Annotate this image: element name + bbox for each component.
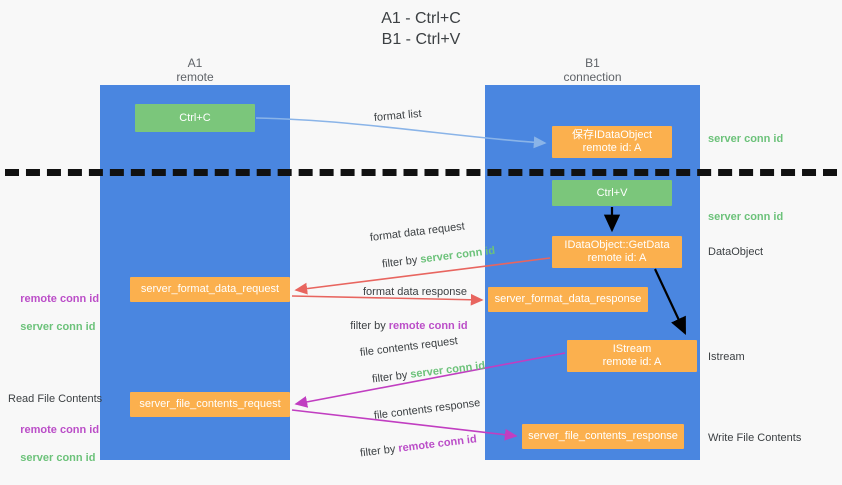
annotation-left-conn-ids-top: remote conn id server conn id: [8, 278, 99, 348]
node-ctrl-v[interactable]: Ctrl+V: [552, 180, 672, 206]
annotation-istream: Istream: [708, 351, 745, 363]
node-server-format-data-response[interactable]: server_format_data_response: [488, 287, 648, 312]
filter-key-server-conn-id: server conn id: [419, 244, 496, 266]
filter-key-remote-conn-id: remote conn id: [388, 320, 468, 332]
edge-label-file-contents-response-filter: filter by remote conn id: [345, 418, 479, 475]
filter-key-server-conn-id: server conn id: [409, 359, 486, 381]
node-save-idataobject[interactable]: 保存IDataObject remote id: A: [552, 126, 672, 158]
filter-prefix: filter by: [381, 253, 422, 271]
column-header-a1: A1 remote: [176, 56, 214, 84]
annotation-write-file-contents: Write File Contents: [708, 432, 802, 444]
column-header-b1: B1 connection: [563, 56, 622, 84]
node-server-file-contents-response[interactable]: server_file_contents_response: [522, 424, 684, 449]
node-istream[interactable]: IStream remote id: A: [567, 340, 697, 372]
node-ctrl-c[interactable]: Ctrl+C: [135, 104, 255, 132]
edge-label-format-data-response: format data response: [363, 286, 467, 298]
annotation-dataobject: DataObject: [708, 246, 764, 258]
node-server-format-data-request[interactable]: server_format_data_request: [130, 277, 290, 302]
annotation-server-conn-id-mid: server conn id: [708, 211, 784, 223]
annotation-remote-conn-id-1: remote conn id: [20, 293, 100, 305]
annotation-read-file-contents: Read File Contents: [8, 393, 103, 405]
edge-label-format-data-response-filter: filter by remote conn id: [338, 305, 468, 347]
page-title: A1 - Ctrl+C B1 - Ctrl+V: [381, 10, 461, 48]
filter-key-remote-conn-id: remote conn id: [397, 433, 478, 455]
node-idataobject-getdata[interactable]: IDataObject::GetData remote id: A: [552, 236, 682, 268]
annotation-server-conn-id-top: server conn id: [708, 133, 784, 145]
edge-label-format-list: format list: [373, 107, 423, 124]
filter-prefix: filter by: [371, 368, 412, 386]
annotation-remote-conn-id-2: remote conn id: [20, 424, 100, 436]
node-server-file-contents-request[interactable]: server_file_contents_request: [130, 392, 290, 417]
security-boundary-divider: [5, 169, 837, 176]
annotation-left-conn-ids-bottom: remote conn id server conn id: [8, 409, 99, 479]
filter-prefix: filter by: [359, 442, 400, 460]
annotation-server-conn-id-2: server conn id: [20, 452, 96, 464]
annotation-server-conn-id-1: server conn id: [20, 321, 96, 333]
filter-prefix: filter by: [350, 320, 389, 332]
